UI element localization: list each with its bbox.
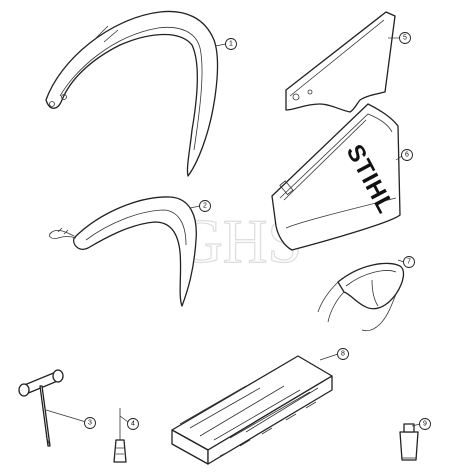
combination-wrench — [18, 369, 64, 447]
callout-6: 6 — [401, 149, 413, 161]
callout-2: 2 — [199, 200, 211, 212]
callout-5-label: 5 — [403, 35, 407, 42]
callout-7-label: 7 — [407, 259, 411, 266]
callout-4-label: 4 — [131, 421, 135, 428]
callout-2-label: 2 — [203, 203, 207, 210]
callout-4: 4 — [127, 418, 139, 430]
sharpening-stone — [171, 355, 333, 465]
leader-lines — [45, 37, 421, 427]
blade-guard-small — [49, 196, 197, 307]
callout-6-label: 6 — [405, 152, 409, 159]
callout-9: 9 — [419, 418, 431, 430]
callout-5: 5 — [399, 32, 411, 44]
grease-tube — [399, 423, 419, 461]
edge-protector — [285, 11, 396, 113]
safety-glasses — [317, 262, 405, 332]
callout-3: 3 — [84, 417, 96, 429]
blade-guard-large — [45, 10, 219, 177]
carrying-case: STIHL — [271, 103, 401, 251]
callout-8-label: 8 — [341, 351, 345, 358]
callout-1-label: 1 — [229, 41, 233, 48]
screwdriver — [113, 408, 127, 463]
callout-8: 8 — [337, 348, 349, 360]
callout-7: 7 — [403, 256, 415, 268]
callout-3-label: 3 — [88, 420, 92, 427]
callout-9-label: 9 — [423, 421, 427, 428]
callout-1: 1 — [225, 38, 237, 50]
